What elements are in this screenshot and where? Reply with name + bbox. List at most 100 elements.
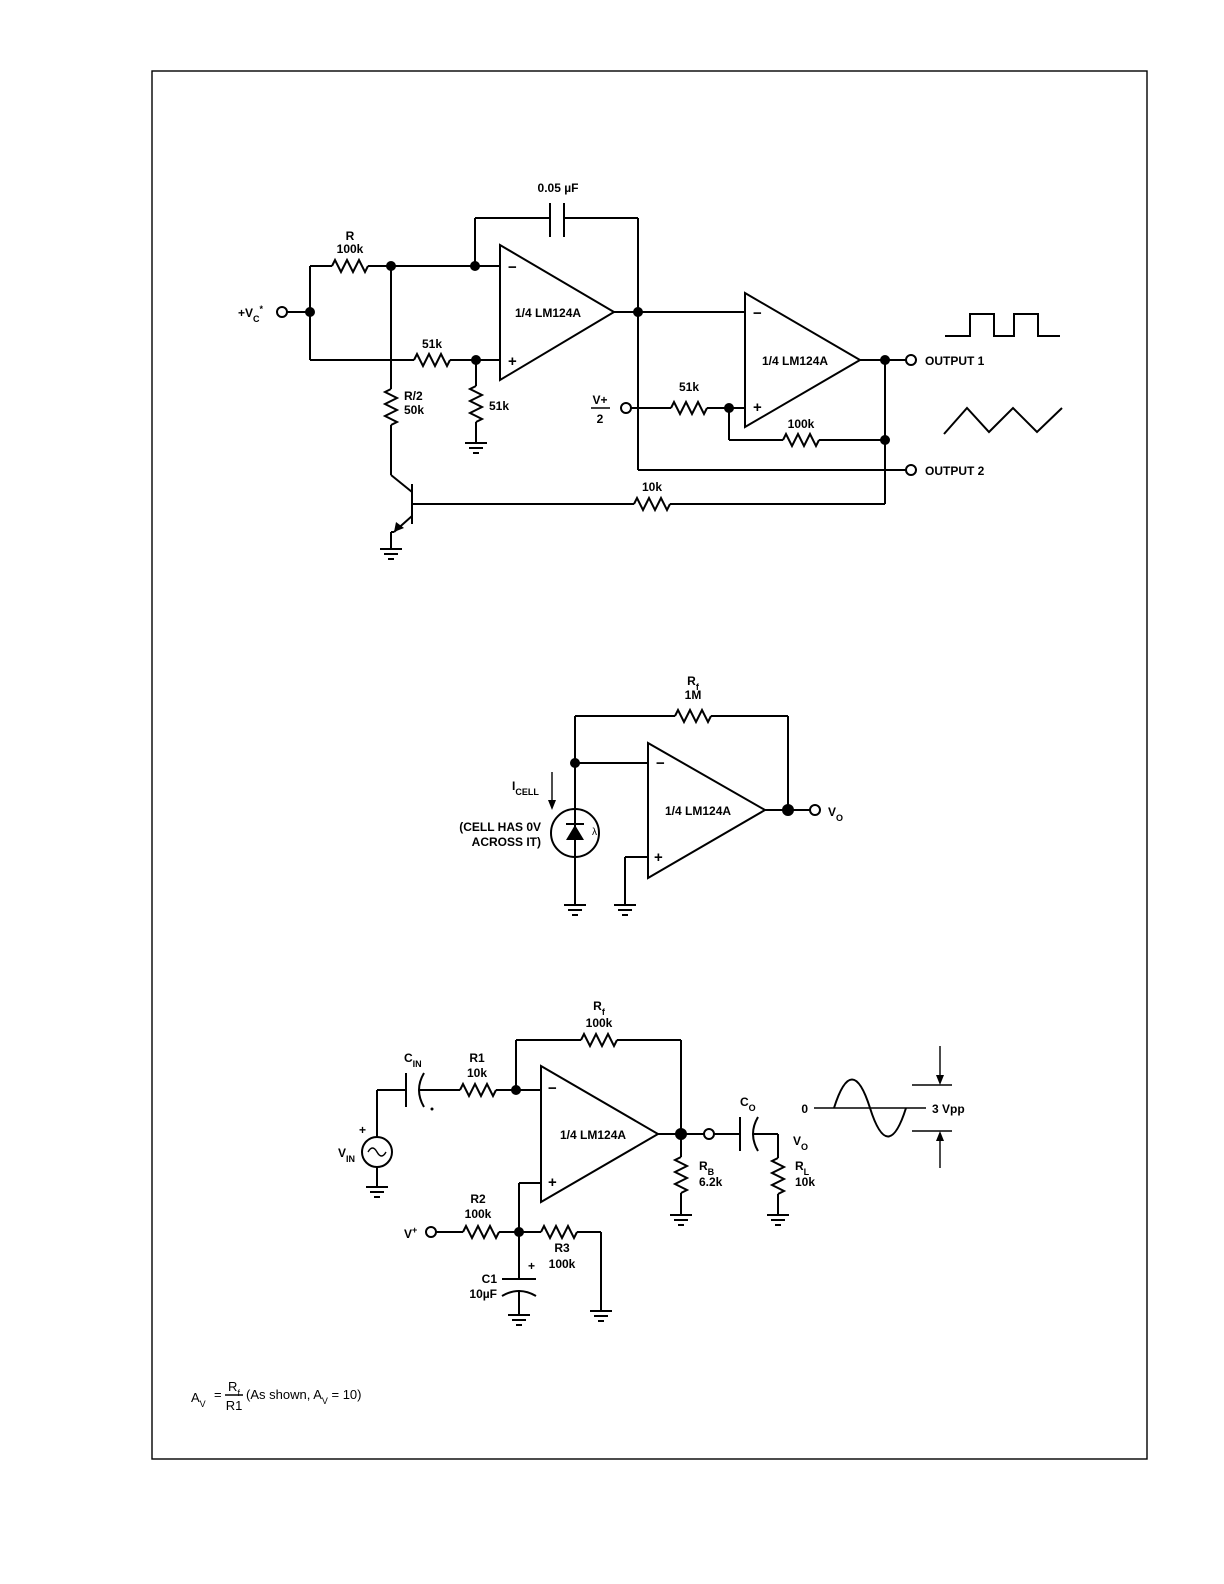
- opamp2-minus: −: [753, 305, 762, 322]
- opamp1-symbol: [499, 243, 616, 382]
- sheet-border: [151, 70, 1148, 1460]
- output2-label: OUTPUT 2: [925, 464, 985, 478]
- vpp-arrow-top: [936, 1075, 944, 1085]
- icell-arrow: [548, 800, 556, 810]
- resistor-rf-1m: [674, 707, 712, 725]
- r1-name: R1: [469, 1051, 485, 1065]
- opamp3-minus: −: [656, 755, 665, 772]
- r100k-value: 100k: [788, 417, 815, 431]
- opamp1-plus: +: [508, 353, 517, 370]
- sine-source-icon: [367, 1147, 387, 1157]
- vin-label: VIN: [338, 1146, 355, 1164]
- resistor-51k-b: [467, 385, 485, 423]
- vpp-arrow-bottom: [936, 1131, 944, 1141]
- formula-numerator: Rf: [228, 1379, 240, 1398]
- opamp3-label: 1/4 LM124A: [665, 804, 731, 818]
- zero-label: 0: [801, 1102, 808, 1116]
- vo-label-3: VO: [793, 1134, 808, 1152]
- resistor-rb-6k2: [672, 1156, 690, 1194]
- opamp2-symbol: [744, 291, 862, 429]
- output-test-terminal: [703, 1128, 715, 1140]
- resistor-rl-10k: [769, 1157, 787, 1195]
- av-term: AV: [191, 1390, 206, 1409]
- rf3-value: 100k: [586, 1016, 613, 1030]
- co-label: CO: [740, 1095, 756, 1113]
- icell-label: ICELL: [512, 779, 539, 797]
- sine-waveform: [833, 1078, 907, 1138]
- r51k-a-value: 51k: [422, 337, 442, 351]
- opamp4-symbol: [540, 1064, 660, 1204]
- r10k-value: 10k: [642, 480, 662, 494]
- r2-value: 50k: [404, 403, 424, 417]
- r3-value: 100k: [549, 1257, 576, 1271]
- vo-terminal-2: [809, 804, 821, 816]
- r-name: R: [346, 229, 355, 243]
- output1-terminal: [905, 354, 917, 366]
- output2-terminal: [905, 464, 917, 476]
- rf-name: Rf: [687, 674, 700, 692]
- vc-terminal: [276, 306, 288, 318]
- cin-label: CIN: [404, 1051, 422, 1069]
- resistor-r2-100k: [462, 1223, 500, 1241]
- output1-label: OUTPUT 1: [925, 354, 985, 368]
- resistor-10k: [633, 495, 671, 513]
- rf3-name: Rf: [593, 999, 606, 1017]
- cell-note-line1: (CELL HAS 0V: [459, 820, 541, 834]
- formula-equals: =: [214, 1387, 222, 1402]
- formula-note: (As shown, AV = 10): [246, 1387, 362, 1406]
- triangle-waveform: [943, 406, 1063, 435]
- formula-denominator: R1: [226, 1398, 243, 1413]
- rb-label: RB: [699, 1159, 715, 1177]
- resistor-r3-100k: [540, 1223, 578, 1241]
- cap-value: 0.05 µF: [538, 181, 579, 195]
- c1-plus: +: [528, 1259, 535, 1273]
- vhalf-terminal: [620, 402, 632, 414]
- vo-label-2: VO: [828, 805, 843, 823]
- resistor-r-100k: [331, 257, 369, 275]
- resistor-rf3-100k: [580, 1031, 618, 1049]
- vplus-label: V+: [404, 1225, 417, 1241]
- vpp-label: 3 Vpp: [932, 1102, 965, 1116]
- vplus-terminal: [425, 1226, 437, 1238]
- rl-label: RL: [795, 1159, 810, 1177]
- opamp4-label: 1/4 LM124A: [560, 1128, 626, 1142]
- vhalf-top: V+: [592, 393, 607, 407]
- r1-value: 10k: [467, 1066, 487, 1080]
- rl-value: 10k: [795, 1175, 815, 1189]
- c1-value: 10µF: [469, 1287, 497, 1301]
- r3-name: R3: [554, 1241, 570, 1255]
- resistor-100k: [782, 431, 820, 449]
- cell-note-line2: ACROSS IT): [472, 835, 541, 849]
- circuit-photocell-amplifier: − + 1/4 LM124A Rf 1M λ ICELL (CELL HAS 0…: [459, 674, 843, 916]
- r51k-c-value: 51k: [679, 380, 699, 394]
- vin-plus: +: [359, 1123, 366, 1137]
- circuit-ac-coupled-amplifier: − + 1/4 LM124A Rf 100k + VIN CIN R1 10k: [338, 999, 965, 1326]
- resistor-r2-50k: [382, 388, 400, 426]
- opamp3-plus: +: [654, 849, 663, 866]
- rb-value: 6.2k: [699, 1175, 723, 1189]
- opamp1-label: 1/4 LM124A: [515, 306, 581, 320]
- r51k-b-value: 51k: [489, 399, 509, 413]
- opamp2-plus: +: [753, 399, 762, 416]
- resistor-51k-c: [670, 399, 708, 417]
- c1-name: C1: [482, 1272, 498, 1286]
- r-value: 100k: [337, 242, 364, 256]
- r2-name: R/2: [404, 389, 423, 403]
- square-waveform: [945, 313, 1060, 337]
- rf-value: 1M: [685, 688, 702, 702]
- transistor-emitter-arrow: [394, 522, 404, 532]
- r2-3-value: 100k: [465, 1207, 492, 1221]
- vhalf-bottom: 2: [597, 412, 604, 426]
- opamp2-label: 1/4 LM124A: [762, 354, 828, 368]
- circuit-pulse-triangle-generator: − + 1/4 LM124A − + 1/4 LM124A +VC* R 100…: [238, 181, 1063, 560]
- vc-label: +VC*: [238, 304, 264, 324]
- opamp3-symbol: [647, 741, 768, 880]
- opamp4-plus: +: [548, 1174, 557, 1191]
- lambda-symbol: λ: [592, 827, 597, 838]
- resistor-r1-10k: [459, 1081, 497, 1099]
- resistor-51k-a: [413, 351, 451, 369]
- opamp1-minus: −: [508, 259, 517, 276]
- r2-3-name: R2: [470, 1192, 486, 1206]
- opamp4-minus: −: [548, 1080, 557, 1097]
